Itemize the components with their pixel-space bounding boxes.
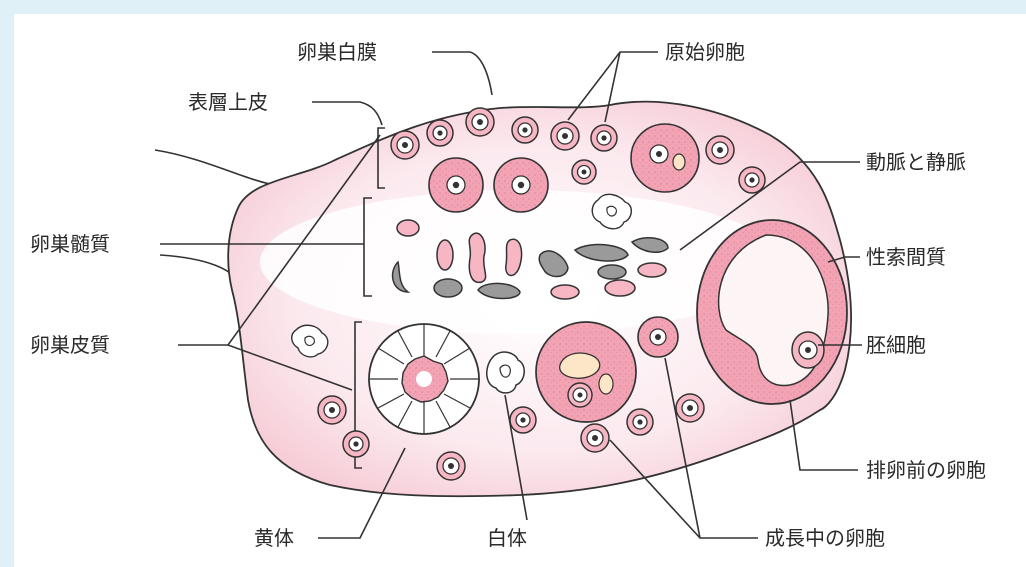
label-growing-follicle: 成長中の卵胞: [765, 526, 885, 550]
corpus-luteum: [369, 324, 479, 434]
growing-follicle-large: [536, 322, 636, 422]
label-corpus-albicans: 白体: [487, 526, 527, 550]
preovulatory-follicle: [697, 220, 847, 404]
mesovarium-upper-line: [155, 150, 275, 185]
label-corpus-luteum: 黄体: [254, 526, 294, 550]
growing-follicle-small: [638, 317, 678, 357]
label-tunica-albuginea: 卵巣白膜: [297, 40, 377, 64]
label-primordial-follicle: 原始卵胞: [665, 40, 745, 64]
label-cortex: 卵巣皮質: [30, 333, 110, 357]
label-sex-cord-stroma: 性索間質: [866, 245, 946, 269]
label-oocyte: 胚細胞: [866, 333, 926, 357]
label-preovulatory-follicle: 排卵前の卵胞: [866, 458, 986, 482]
label-surface-epithelium: 表層上皮: [188, 90, 268, 114]
label-medulla: 卵巣髄質: [30, 232, 110, 256]
diagram-panel: 卵巣白膜 原始卵胞 表層上皮 動脈と静脈 卵巣髄質 性索間質 卵巣皮質 胚細胞 …: [14, 14, 1026, 567]
label-arteries-veins: 動脈と静脈: [866, 150, 966, 174]
